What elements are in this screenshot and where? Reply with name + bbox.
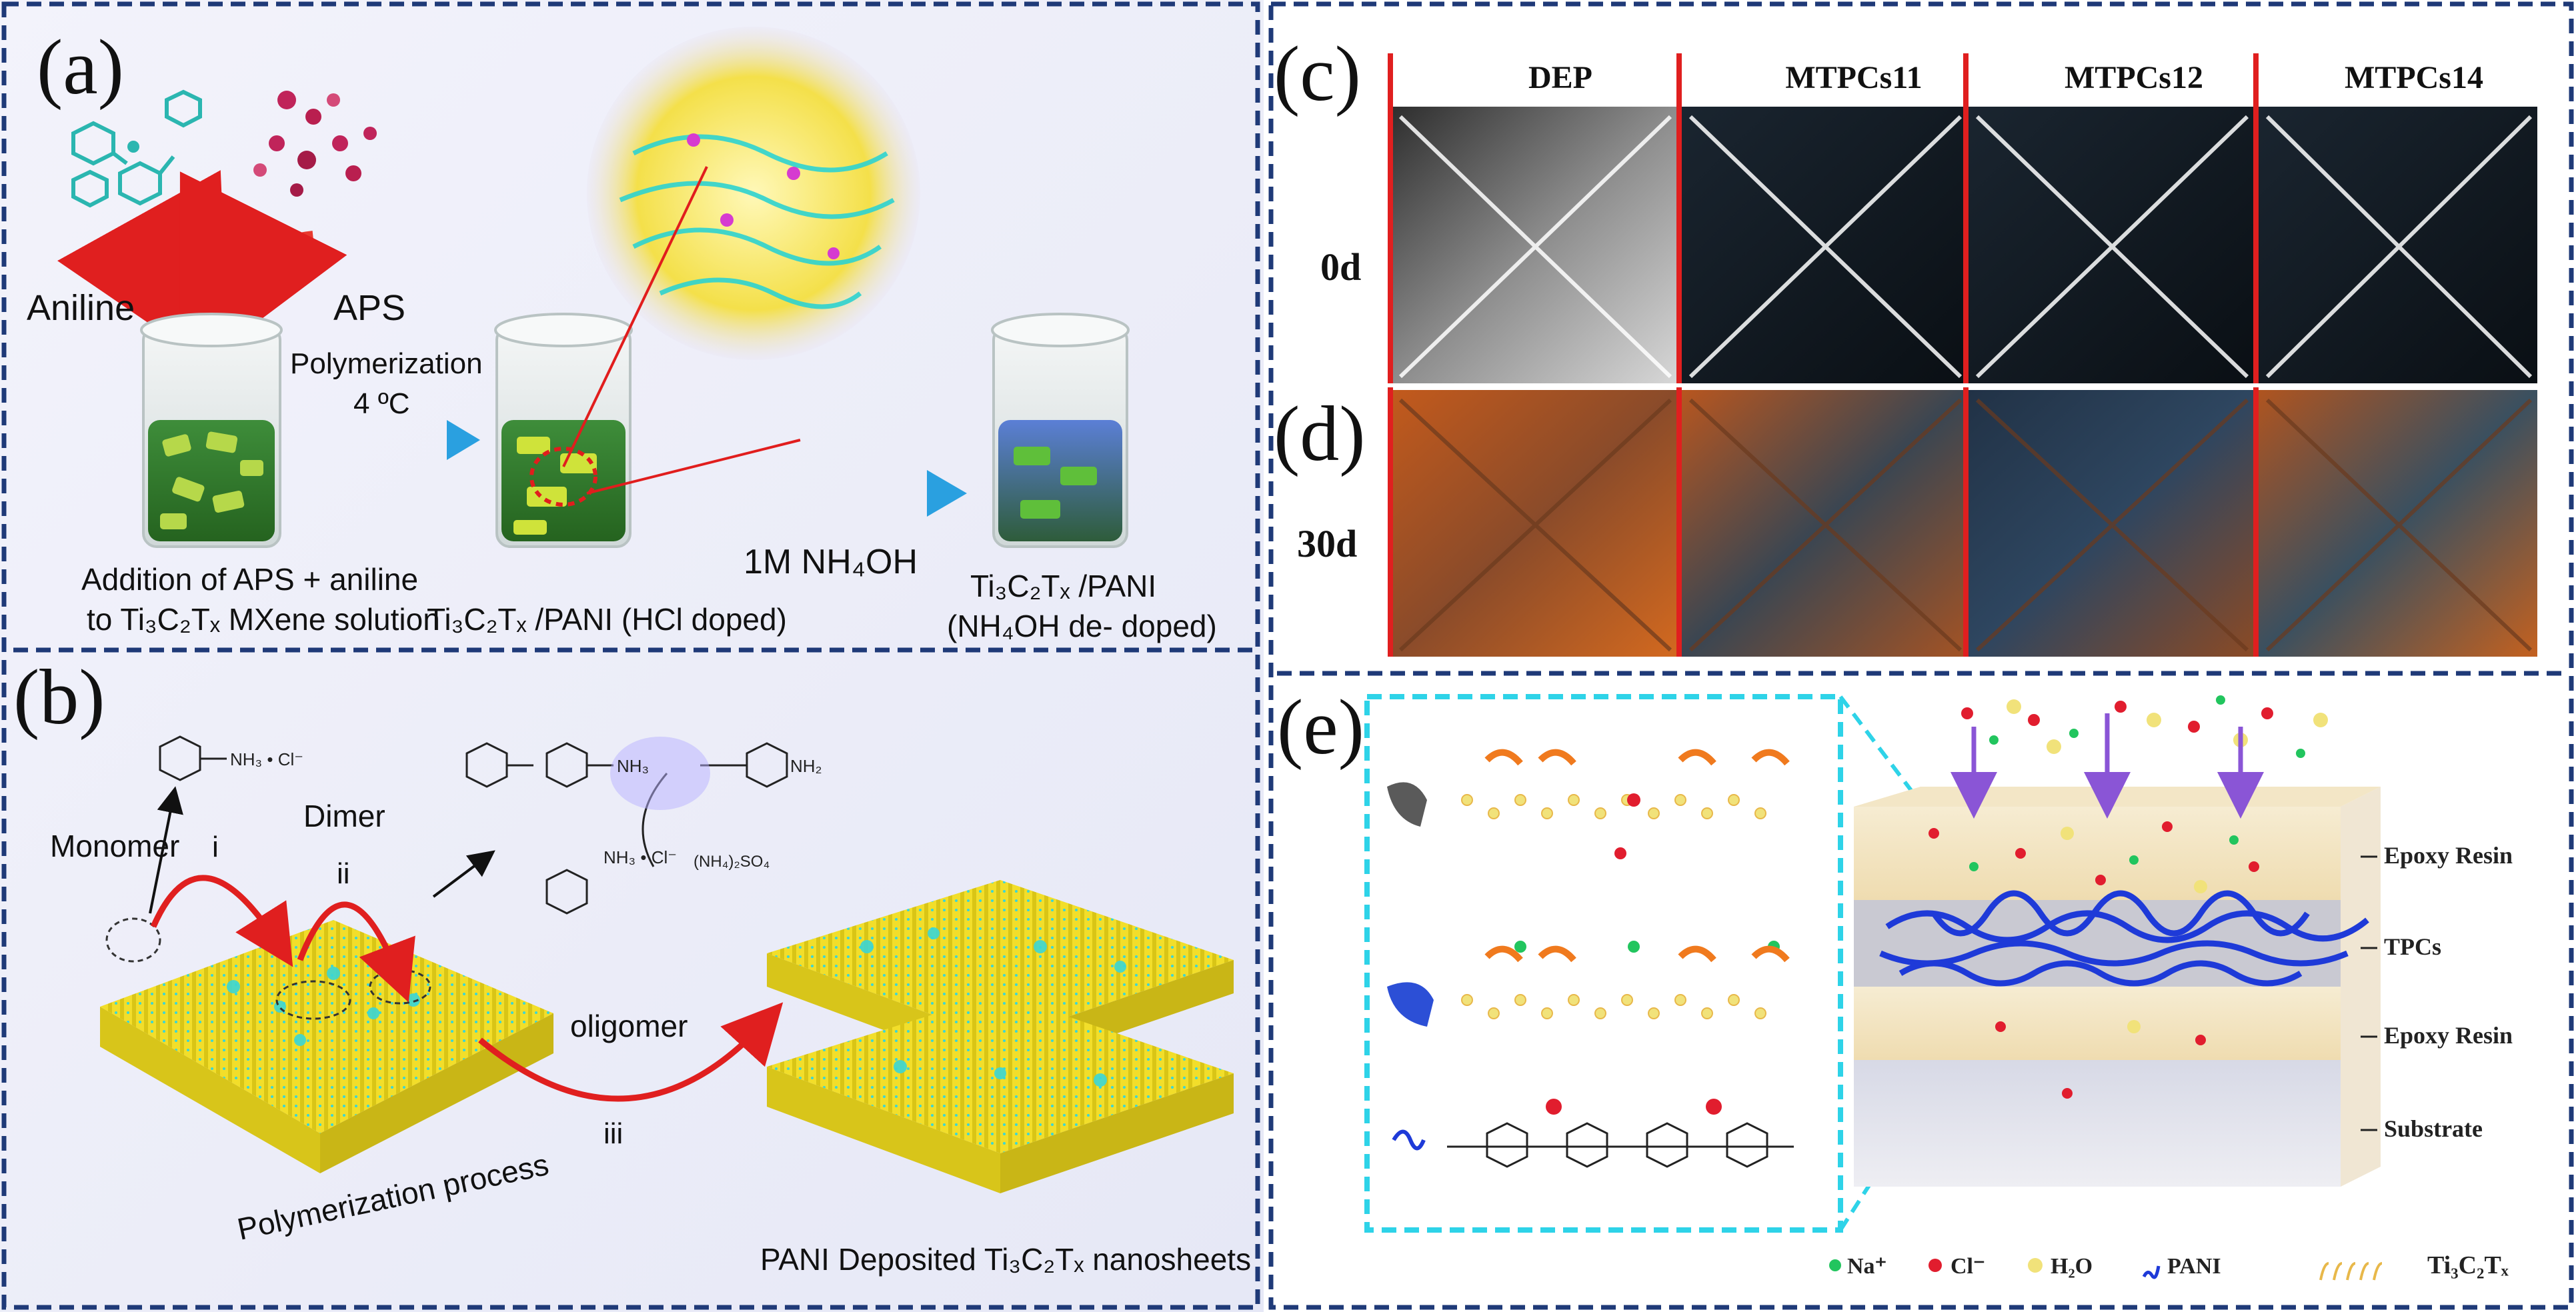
panel-e: (e) xyxy=(1277,683,2513,1281)
panel-c: (c) DEP MTPCs11 MTPCs12 MTPCs14 0d xyxy=(1274,30,2537,383)
nh4oh-label: 1M NH₄OH xyxy=(744,543,918,581)
aps-arrow xyxy=(179,171,347,381)
row-label-0d: 0d xyxy=(1320,245,1361,289)
step-i-label: i xyxy=(212,831,219,863)
beaker-2 xyxy=(494,313,633,548)
inset-content xyxy=(1387,749,1794,1168)
column-header-dep: DEP xyxy=(1528,60,1592,95)
column-header-mtpcs14: MTPCs14 xyxy=(2345,60,2483,95)
panel-d: (d) 30d xyxy=(1274,53,2541,657)
layer-label-tpcs: TPCs xyxy=(2384,933,2441,960)
legend-ti3c2tx-marker xyxy=(2319,1262,2383,1281)
legend-cl: Cl⁻ xyxy=(1951,1254,1985,1279)
legend-ti3c2tx: Ti₃C₂Tₓ xyxy=(2427,1251,2509,1279)
oligomer-label: oligomer xyxy=(570,1009,688,1043)
step3-caption-1: Ti₃C₂Tₓ /PANI xyxy=(970,569,1156,603)
dimer-structure xyxy=(465,742,788,915)
magnified-sphere xyxy=(587,27,920,360)
legend: Na⁺ Cl⁻ H₂O PANI Ti₃C₂Tₓ xyxy=(1829,1251,2509,1281)
dimer-label: Dimer xyxy=(303,799,385,833)
beaker-3 xyxy=(991,313,1130,548)
flow-arrow-2-head xyxy=(927,470,967,517)
monomer-structure xyxy=(159,735,227,781)
panel-e-label: (e) xyxy=(1277,683,1364,771)
zoom-line-2 xyxy=(586,439,801,495)
zoom-line-1 xyxy=(562,166,708,467)
panel-c-label: (c) xyxy=(1274,30,1361,117)
legend-cl-marker xyxy=(1928,1259,1942,1272)
panel-b: (b) NH₃ • Cl⁻ NH₃ NH₂ NH₃ • Cl⁻ (NH₄)₂SO… xyxy=(13,653,1251,1277)
grid-red-lines xyxy=(1380,53,2541,657)
column-header-mtpcs12: MTPCs12 xyxy=(2065,60,2203,95)
aps-byproduct: (NH₄)₂SO₄ xyxy=(694,853,770,871)
arrow-step-iii xyxy=(478,1002,784,1102)
beaker-1 xyxy=(140,313,283,548)
step2-caption: Ti₃C₂Tₓ /PANI (HCl doped) xyxy=(427,602,787,637)
layer-label-epoxy-top: Epoxy Resin xyxy=(2384,842,2513,869)
column-header-mtpcs11: MTPCs11 xyxy=(1785,60,1922,95)
temperature-label: 4 ºC xyxy=(353,387,410,420)
images-0d xyxy=(1390,107,2537,383)
aniline-label: Aniline xyxy=(27,288,135,328)
arrow-step-i xyxy=(150,875,293,967)
monomer-chem: NH₃ • Cl⁻ xyxy=(230,749,303,769)
arrow-step-ii xyxy=(297,901,415,1003)
images-30d xyxy=(1390,390,2537,657)
row-label-30d: 30d xyxy=(1297,522,1357,565)
nanosheet-right xyxy=(767,880,1234,1193)
dimer-nh2: NH₂ xyxy=(790,756,822,776)
diffusion-arrows xyxy=(1951,713,2264,819)
polymerization-label: Polymerization xyxy=(290,347,483,380)
step1-caption-2: to Ti₃C₂Tₓ MXene solution xyxy=(87,602,440,637)
highlight-glow xyxy=(610,737,710,810)
legend-pani: PANI xyxy=(2167,1254,2221,1279)
inset-box xyxy=(1364,694,1843,1233)
panel-a: (a) Aniline APS Polymerization 4 ºC xyxy=(27,23,1217,643)
panel-d-label: (d) xyxy=(1274,390,1366,477)
dimer-cl: NH₃ • Cl⁻ xyxy=(603,847,677,867)
legend-na: Na⁺ xyxy=(1847,1254,1887,1279)
panel-b-label: (b) xyxy=(13,653,105,741)
layer-label-substrate: Substrate xyxy=(2384,1115,2483,1142)
aps-label: APS xyxy=(333,288,405,328)
legend-h2o: H₂O xyxy=(2051,1254,2093,1279)
step3-caption-2: (NH₄OH de- doped) xyxy=(947,609,1217,643)
monomer-label: Monomer xyxy=(50,829,179,863)
dimer-pointer xyxy=(432,850,495,898)
step-ii-label: ii xyxy=(337,857,350,890)
coating-layers xyxy=(1854,787,2381,1187)
result-label: PANI Deposited Ti₃C₂Tₓ nanosheets xyxy=(760,1242,1251,1277)
legend-h2o-marker xyxy=(2028,1258,2043,1273)
pani-network xyxy=(1879,890,2369,987)
dimer-nh3: NH₃ xyxy=(617,756,649,776)
layer-label-epoxy-bottom: Epoxy Resin xyxy=(2384,1022,2513,1049)
legend-pani-marker xyxy=(2142,1265,2161,1279)
legend-na-marker xyxy=(1829,1259,1841,1271)
step-iii-label: iii xyxy=(603,1117,623,1150)
flow-arrow-1-head xyxy=(447,420,480,460)
step1-caption-1: Addition of APS + aniline xyxy=(81,562,418,597)
panel-a-label: (a) xyxy=(37,23,124,111)
monomer-pointer xyxy=(149,786,183,914)
